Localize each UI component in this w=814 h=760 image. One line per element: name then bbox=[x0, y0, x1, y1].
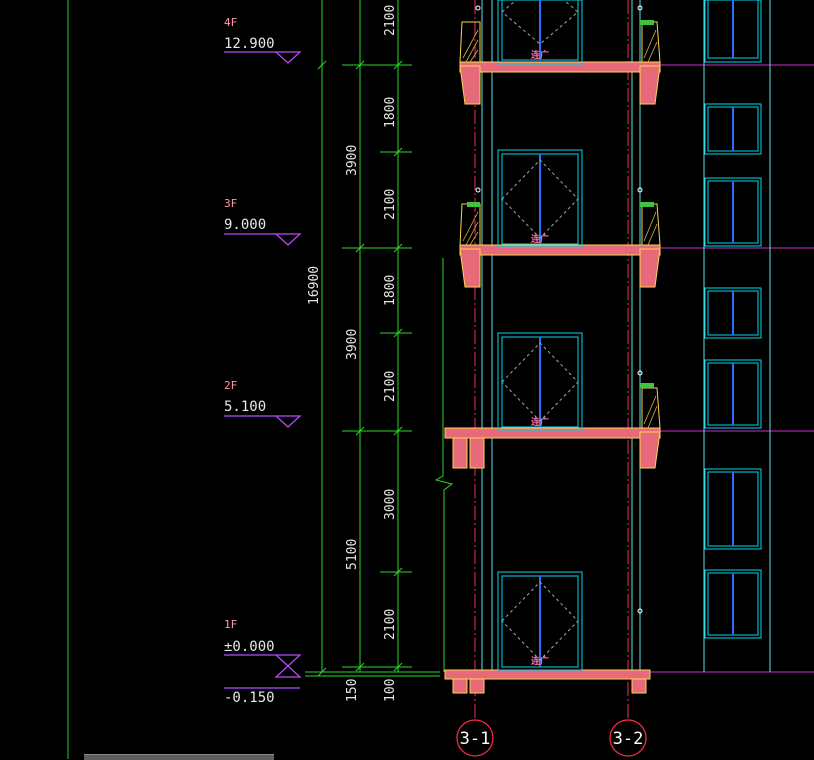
balcony-door: 连广 bbox=[497, 332, 583, 431]
segment-dimension: 2100 bbox=[383, 371, 398, 402]
floor-guide-lines bbox=[650, 64, 814, 673]
elevation-triangle-icon bbox=[224, 654, 302, 678]
horizontal-scrollbar[interactable] bbox=[84, 754, 274, 760]
level-marker-2f: 2F 5.100 bbox=[224, 379, 302, 428]
total-height-dimension: 16900 bbox=[307, 266, 322, 305]
parapet-hatch bbox=[462, 29, 658, 429]
door-label: 连广 bbox=[531, 655, 549, 667]
door-label: 连广 bbox=[531, 233, 549, 245]
elevation-triangle-icon bbox=[224, 233, 302, 246]
door-label: 连广 bbox=[531, 416, 549, 428]
axis-bubble-3-2: 3-2 bbox=[609, 719, 647, 757]
balcony-door: 连广 bbox=[497, 571, 583, 671]
bottom-dimension: 150 bbox=[345, 679, 360, 702]
ground-elevation-value: -0.150 bbox=[224, 690, 275, 706]
segment-dimension: 2100 bbox=[383, 189, 398, 220]
axis-label: 3-2 bbox=[613, 729, 644, 749]
elevation-value: ±0.000 bbox=[224, 639, 275, 655]
break-line bbox=[434, 258, 454, 672]
floor-label: 3F bbox=[224, 197, 237, 210]
segment-dimension: 2100 bbox=[383, 5, 398, 36]
elevation-value: 12.900 bbox=[224, 36, 275, 52]
level-marker-3f: 3F 9.000 bbox=[224, 197, 302, 246]
balcony-door: 连广 bbox=[497, 0, 583, 65]
bottom-dimension: 100 bbox=[383, 679, 398, 702]
segment-dimension: 3000 bbox=[383, 489, 398, 520]
balcony-parapets bbox=[459, 20, 661, 469]
floor-slabs bbox=[444, 61, 661, 694]
segment-dimension: 1800 bbox=[383, 275, 398, 306]
segment-dimension: 1800 bbox=[383, 97, 398, 128]
storey-dimension: 3900 bbox=[345, 145, 360, 176]
storey-dimension: 5100 bbox=[345, 539, 360, 570]
axis-bubble-3-1: 3-1 bbox=[456, 719, 494, 757]
railing-post-icon bbox=[475, 5, 643, 614]
storey-dimension: 3900 bbox=[345, 329, 360, 360]
building-walls bbox=[481, 0, 771, 672]
elevation-value: 9.000 bbox=[224, 217, 266, 233]
floor-label: 1F bbox=[224, 618, 237, 631]
floor-label: 2F bbox=[224, 379, 237, 392]
door-label: 连广 bbox=[531, 49, 549, 61]
axis-label: 3-1 bbox=[460, 729, 491, 749]
elevation-triangle-icon bbox=[224, 415, 302, 428]
level-marker-4f: 4F 12.900 bbox=[224, 16, 302, 64]
elevation-value: 5.100 bbox=[224, 399, 266, 415]
elevation-triangle-icon bbox=[224, 51, 302, 64]
balcony-door: 连广 bbox=[497, 149, 583, 248]
segment-dimension: 2100 bbox=[383, 609, 398, 640]
dimension-chain bbox=[305, 0, 440, 677]
floor-label: 4F bbox=[224, 16, 237, 29]
level-marker-1f: 1F ±0.000 -0.150 bbox=[224, 618, 302, 706]
